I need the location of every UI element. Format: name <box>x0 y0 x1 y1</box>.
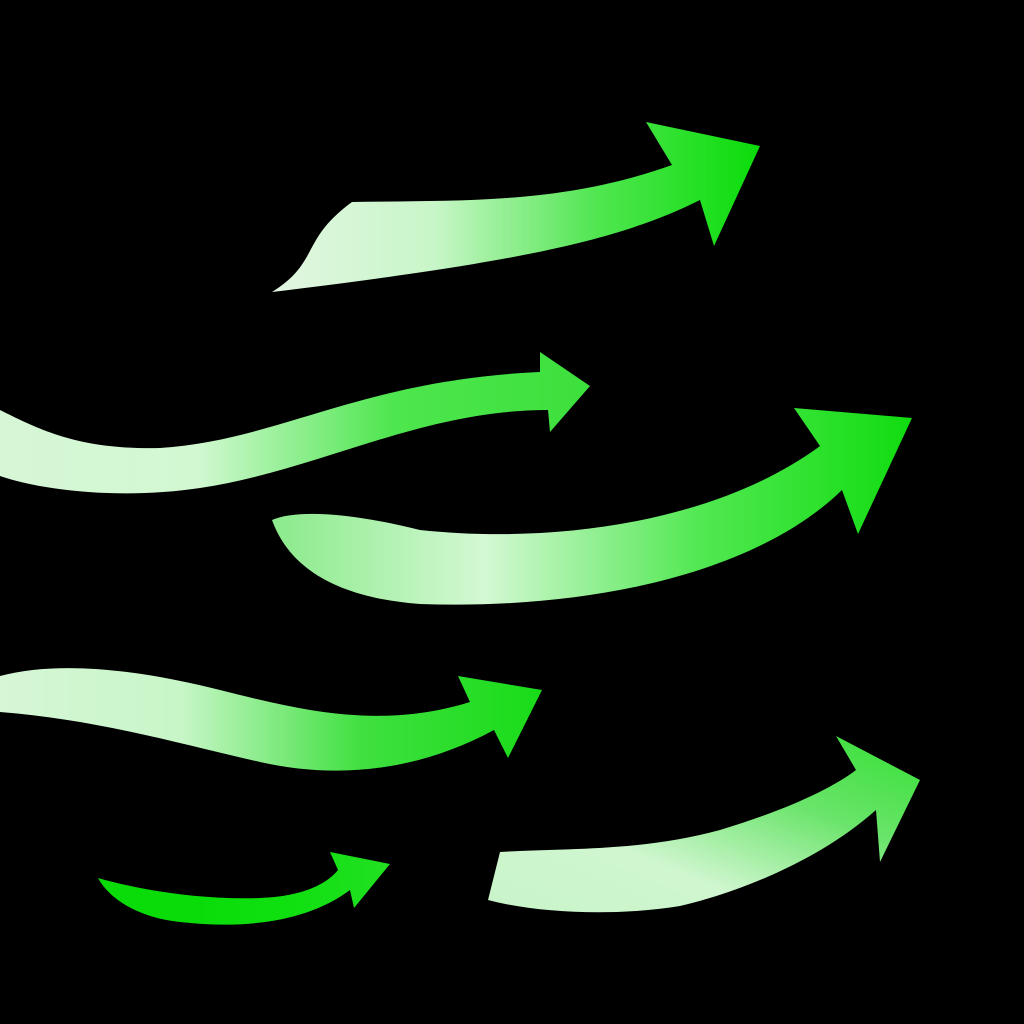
arrow-icon <box>488 736 920 913</box>
arrow-icon <box>272 122 760 292</box>
arrow-icon <box>98 852 390 925</box>
arrow-layer <box>0 122 920 925</box>
arrow-icon <box>272 408 912 605</box>
arrow-icon <box>0 668 542 771</box>
arrow-icon <box>0 352 590 494</box>
